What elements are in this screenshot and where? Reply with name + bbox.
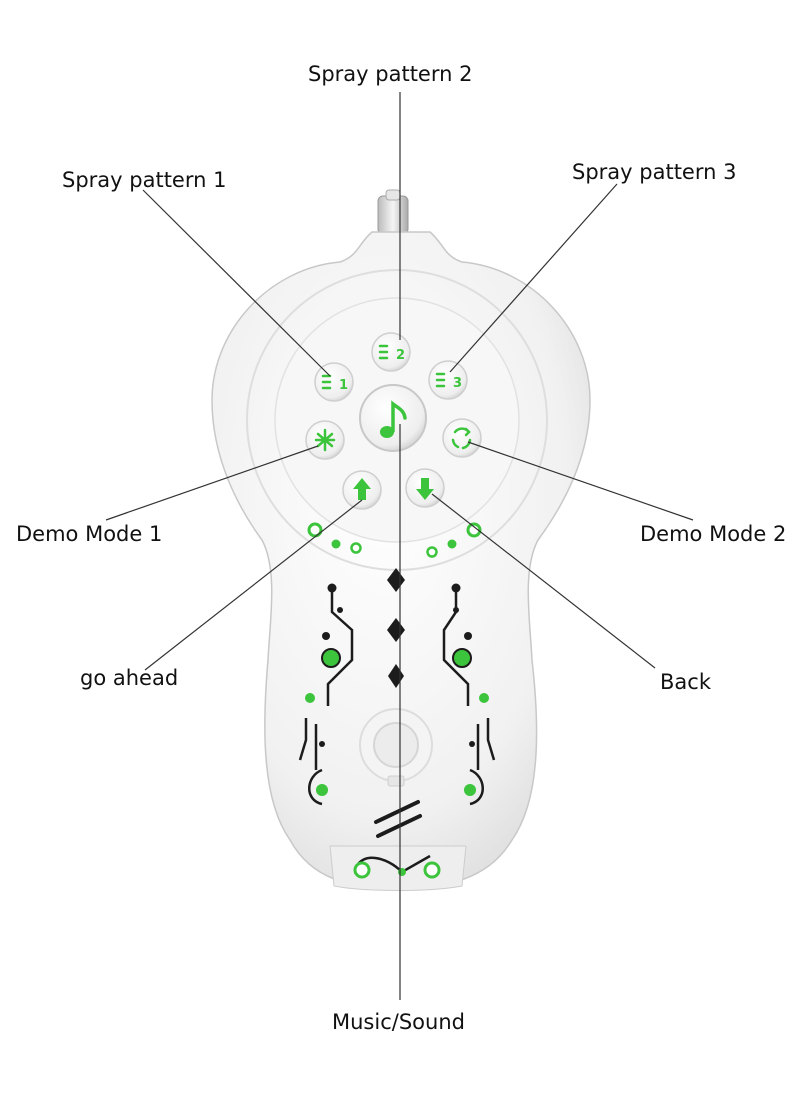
spray-pattern-3-button[interactable]: 3 (428, 360, 468, 400)
leader-spray-3 (449, 183, 618, 373)
leader-spray-1 (142, 189, 331, 377)
spray-pattern-2-button[interactable]: 2 (371, 332, 411, 372)
leader-demo-1 (105, 445, 319, 521)
music-note-icon (380, 400, 407, 438)
back-button[interactable] (405, 468, 445, 508)
go-ahead-button[interactable] (342, 470, 382, 510)
circuit-dots-left (305, 522, 362, 796)
label-demo-mode-1: Demo Mode 1 (16, 522, 163, 546)
circuit-left (298, 592, 354, 806)
speaker-grille (359, 708, 433, 787)
leader-demo-2 (467, 441, 694, 521)
circuit-dots-right (426, 522, 489, 796)
arrow-down-icon (416, 478, 434, 500)
demo-mode-1-icon (314, 428, 336, 452)
slash-marks (374, 800, 422, 838)
bottom-circuit (353, 854, 441, 879)
label-music-sound: Music/Sound (332, 1010, 465, 1034)
spray-pattern-3-icon (435, 372, 446, 388)
label-go-ahead: go ahead (80, 666, 179, 690)
demo-mode-2-button[interactable] (442, 418, 482, 458)
spray-pattern-2-mark: 2 (396, 348, 405, 363)
leader-back (431, 493, 656, 669)
leader-lines (105, 92, 694, 1000)
spray-pattern-2-icon (378, 344, 389, 360)
spray-pattern-3-mark: 3 (453, 376, 462, 391)
leader-go-ahead (144, 499, 363, 671)
label-spray-pattern-2: Spray pattern 2 (308, 62, 473, 86)
demo-mode-1-button[interactable] (305, 420, 345, 460)
recycle-arrows-icon (451, 427, 472, 450)
label-spray-pattern-1: Spray pattern 1 (62, 168, 227, 192)
label-back: Back (660, 670, 711, 694)
nozzle (377, 189, 409, 235)
arrow-up-icon (353, 478, 371, 500)
music-sound-button[interactable] (359, 384, 427, 452)
label-demo-mode-2: Demo Mode 2 (640, 522, 787, 546)
spray-pattern-1-mark: 1 (339, 378, 348, 393)
label-spray-pattern-3: Spray pattern 3 (572, 160, 737, 184)
spray-pattern-1-button[interactable]: 1 (314, 362, 354, 402)
spray-pattern-1-icon (321, 374, 332, 390)
